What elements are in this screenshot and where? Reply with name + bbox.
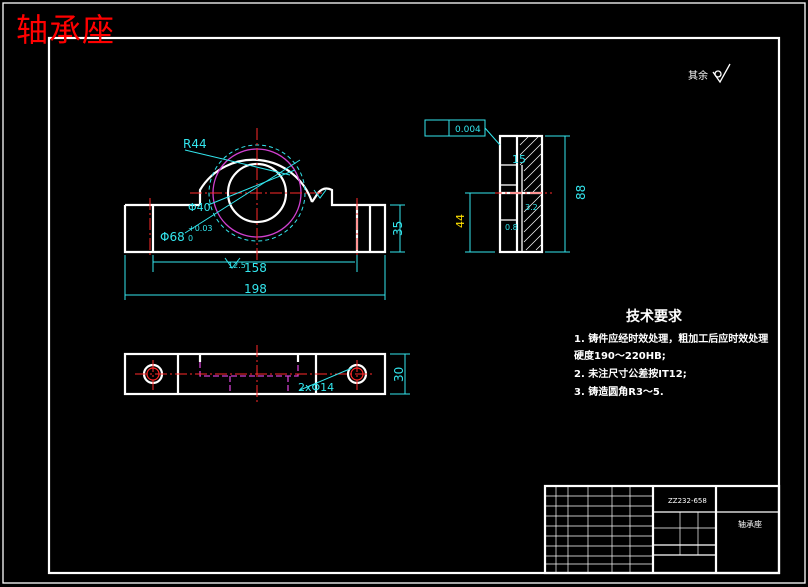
side-view: 0.004 15 88 44 3.2 0.8	[424, 119, 588, 254]
drawing-title-overlay: 轴承座	[16, 11, 116, 49]
tech-req-heading: 技术要求	[626, 308, 683, 325]
dim-15: 15	[512, 153, 526, 166]
roughness-other-label: 其余	[688, 69, 708, 82]
dim-phi68-tol-upper: +0.03	[188, 224, 213, 233]
general-roughness-symbol: 其余	[688, 63, 731, 84]
dim-r44: R44	[183, 137, 207, 151]
roughness-0-8: 0.8	[505, 223, 518, 232]
drawing-frame	[47, 36, 781, 575]
roughness-3-2: 3.2	[525, 203, 538, 212]
tech-req-item-2: 2. 未注尺寸公差按IT12;	[574, 367, 687, 380]
drawing-number: ZZ232-658	[668, 497, 707, 505]
dim-phi68: Φ68	[160, 230, 185, 244]
dim-30: 30	[392, 367, 406, 382]
perpendicularity-tolerance: 0.004	[455, 125, 481, 135]
title-block: ZZ232-658 轴承座	[543, 484, 781, 575]
dim-44: 44	[454, 214, 467, 228]
dim-158: 158	[244, 261, 267, 275]
dim-2x-phi14: 2xΦ14	[298, 381, 334, 394]
dim-phi40: Φ40	[188, 201, 211, 214]
dim-198: 198	[244, 282, 267, 296]
front-view: R44 Φ40 Φ68 +0.03 0 158 198 12.5 35	[123, 128, 405, 300]
dim-phi68-tol-lower: 0	[188, 234, 193, 243]
dim-88: 88	[574, 185, 588, 200]
part-name: 轴承座	[738, 519, 762, 529]
tech-req-item-1: 1. 铸件应经时效处理，粗加工后应时效处理	[574, 332, 768, 345]
roughness-12-5: 12.5	[228, 261, 246, 270]
tech-req-item-1b: 硬度190～220HB;	[574, 349, 666, 362]
top-view: 2xΦ14 30	[123, 345, 410, 402]
tech-req-item-3: 3. 铸造圆角R3～5.	[574, 385, 664, 398]
dim-35: 35	[391, 221, 405, 236]
technical-requirements: 技术要求 1. 铸件应经时效处理，粗加工后应时效处理 硬度190～220HB; …	[574, 308, 768, 398]
